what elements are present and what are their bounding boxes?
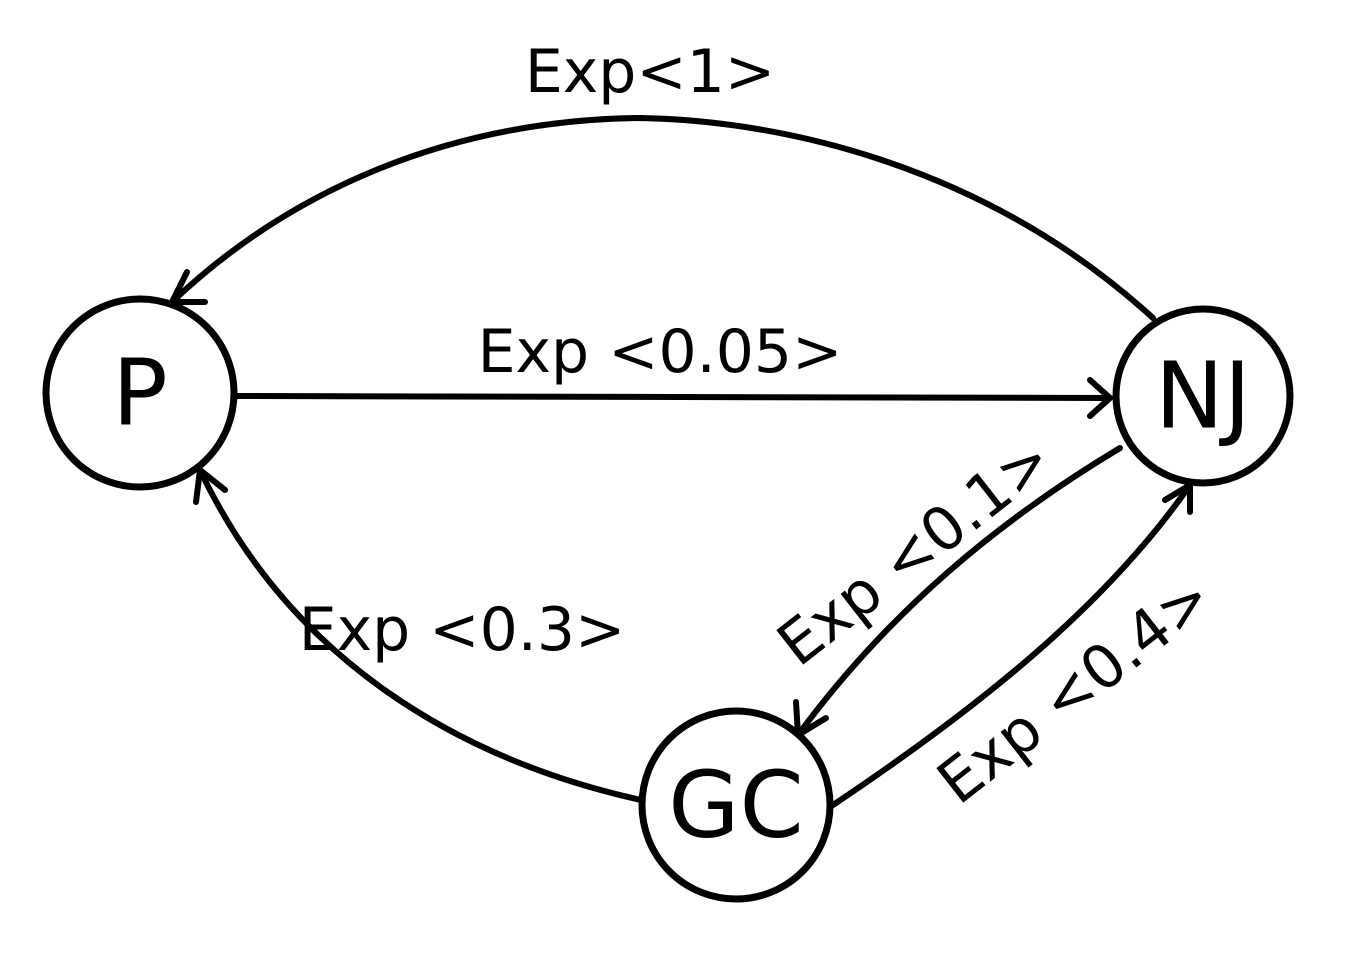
node-gc-label: GC [668,752,804,859]
edge-gc-to-p [193,467,644,803]
label-p-to-nj: Exp <0.05> [478,317,843,387]
label-gc-to-p: Exp <0.3> [299,595,626,665]
arrowhead-p-to-nj [1087,377,1113,419]
node-p-label: P [112,340,167,447]
edge-p-to-nj [233,377,1113,419]
label-nj-to-gc: Exp <0.1> [765,424,1065,680]
node-nj: NJ [1112,305,1294,487]
arrowhead-gc-to-p [193,467,228,505]
node-p: P [42,295,238,491]
label-gc-to-nj: Exp <0.4> [925,562,1225,818]
node-nj-label: NJ [1155,343,1251,450]
label-nj-to-p: Exp<1> [525,37,775,107]
edge-nj-to-p [169,114,1156,321]
node-gc: GC [638,707,834,903]
